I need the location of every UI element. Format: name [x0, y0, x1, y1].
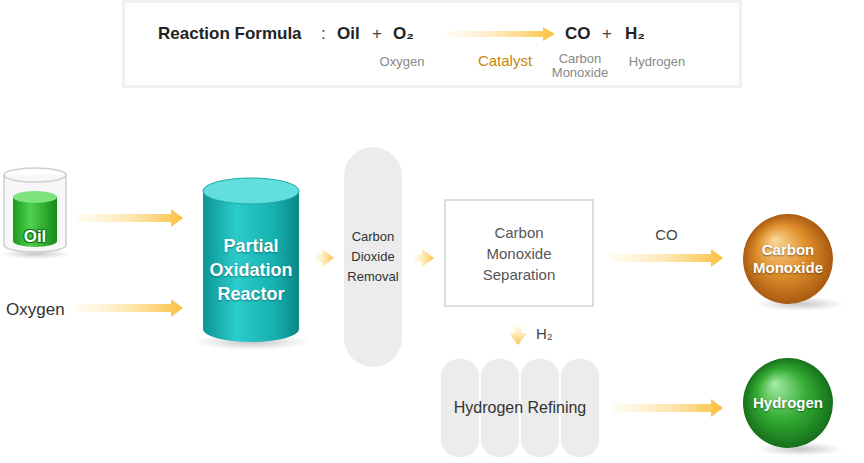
node-label: Hydrogen Refining	[440, 398, 600, 418]
formula-term: Reaction Formula	[158, 24, 302, 44]
flow-arrow	[77, 209, 183, 227]
cylinder-body	[203, 191, 299, 342]
formula-arrow	[445, 27, 555, 41]
beaker-rim	[4, 168, 66, 182]
node-label: Hydrogen	[743, 394, 833, 412]
stream-label: H₂	[534, 325, 555, 342]
reactor-cylinder: Partial Oxidation Reactor	[203, 178, 299, 342]
sphere-body	[743, 358, 833, 448]
formula-term: +	[372, 24, 382, 44]
flow-arrow	[315, 249, 334, 267]
cylinder-top	[203, 178, 299, 204]
refining-unit: Hydrogen Refining	[440, 358, 600, 458]
formula-note: Oxygen	[380, 52, 425, 72]
formula-note: Catalyst	[478, 51, 532, 71]
formula-term: +	[602, 24, 612, 44]
product-sphere: Carbon Monoxide	[743, 214, 833, 304]
node-label: Oxygen	[6, 299, 70, 321]
oil-beaker: Oil	[0, 165, 70, 255]
flow-arrow	[509, 325, 527, 345]
feed-label: Oxygen	[6, 298, 70, 322]
formula-term: CO	[565, 24, 591, 44]
formula-note: Carbon Monoxide	[544, 52, 616, 80]
node-label: Carbon Monoxide	[743, 241, 833, 277]
formula-box: Reaction Formula: Oil + O₂ CO + H₂ Oxygen Cataly…	[122, 0, 742, 88]
product-sphere: Hydrogen	[743, 358, 833, 448]
formula-term: H₂	[625, 24, 645, 44]
node-label: Carbon Dioxide Removal	[344, 227, 402, 287]
formula-term: O₂	[393, 24, 414, 44]
stream-label: CO	[653, 226, 680, 243]
removal-column: Carbon Dioxide Removal	[344, 147, 402, 367]
node-label: Oil	[0, 227, 70, 247]
oil-surface	[13, 191, 57, 203]
sphere-body	[743, 214, 833, 304]
formula-term: Oil	[337, 24, 360, 44]
flow-arrow	[75, 299, 183, 317]
formula-note: Hydrogen	[629, 52, 685, 72]
flow-arrow	[610, 249, 723, 267]
node-label: Carbon Monoxide Separation	[446, 222, 592, 285]
flow-arrow	[612, 399, 723, 417]
formula-term: :	[321, 24, 326, 44]
separation-box: Carbon Monoxide Separation	[444, 199, 594, 307]
flow-arrow	[414, 249, 434, 267]
node-label: Partial Oxidation Reactor	[203, 234, 299, 306]
